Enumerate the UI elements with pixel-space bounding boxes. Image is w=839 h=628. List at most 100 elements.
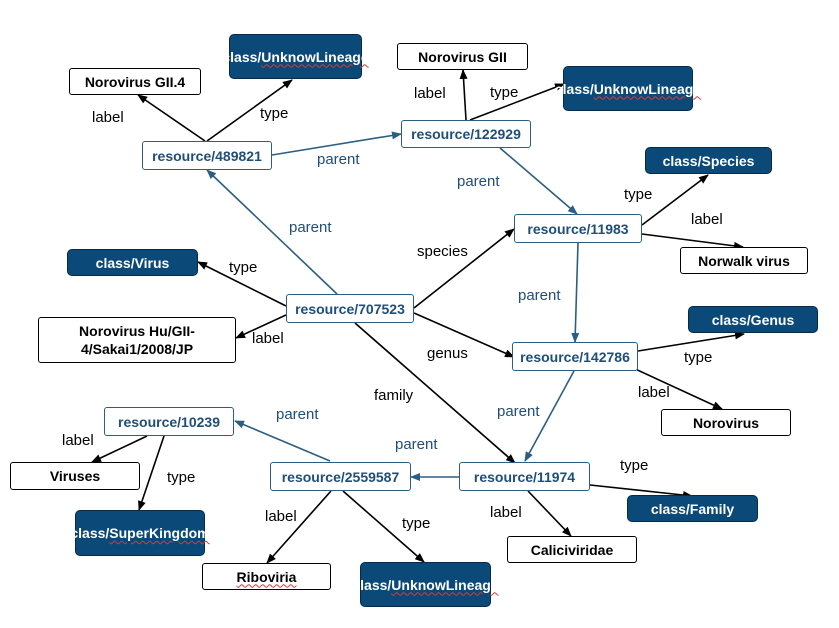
edge-label-text: type [684, 349, 713, 366]
edge-label-2559587-ribo [266, 490, 332, 564]
edge-label-489821-gii4 [137, 94, 206, 142]
edge-parent-489821-122929 [271, 131, 402, 156]
edge-label-text: label [62, 432, 94, 449]
edge-type-142786-genus [637, 331, 745, 352]
node-class-unknowlineage-1[interactable]: class/UnknowLineage [222, 34, 369, 79]
edge-type-10239-superk [138, 435, 165, 511]
node-literal-riboviria[interactable]: Riboviria [202, 563, 331, 590]
edge-type-2559587-unk3 [342, 490, 425, 563]
edge-parent-11983-142786 [571, 242, 580, 343]
edge-parent-122929-11983 [499, 147, 578, 215]
edge-label-11974-calici [527, 490, 572, 537]
node-text: Norwalk virus [698, 252, 790, 269]
node-text: Norovirus [692, 414, 760, 431]
node-literal-norovirus-hu[interactable]: Norovirus Hu/GII-4/Sakai1/2008/JP [38, 317, 236, 363]
edge-label-text: parent [276, 406, 319, 423]
node-text: Norovirus GII [418, 48, 507, 65]
edge-label-text: parent [289, 219, 332, 236]
node-class-family[interactable]: class/Family [627, 495, 758, 522]
edge-label-text: genus [427, 345, 468, 362]
node-resource-489821[interactable]: resource/489821 [142, 141, 272, 170]
edge-label-text: type [260, 105, 289, 122]
node-resource-142786[interactable]: resource/142786 [512, 342, 638, 371]
edge-type-707523-virus [197, 261, 287, 307]
edge-label-text: label [265, 508, 297, 525]
edge-label-text: type [624, 186, 653, 203]
edge-label-142786-norovirus [632, 367, 723, 410]
node-resource-707523[interactable]: resource/707523 [286, 294, 414, 323]
edge-label-text: type [229, 259, 258, 276]
edge-label-707523-hu [235, 314, 287, 339]
edge-label-text: type [620, 457, 649, 474]
node-text: Riboviria [236, 568, 297, 585]
node-text: resource/489821 [152, 147, 262, 164]
edge-parent-707523-489821 [206, 169, 338, 295]
node-text: Viruses [49, 468, 101, 484]
node-literal-caliciviridae[interactable]: Caliciviridae [507, 536, 637, 563]
edge-type-11983-species [641, 174, 709, 226]
edge-genus-707523-142786 [413, 312, 515, 358]
edge-family-707523-11974 [354, 322, 516, 464]
node-class-species[interactable]: class/Species [645, 147, 772, 174]
edge-label-text: type [402, 515, 431, 532]
edge-label-122929-gii [459, 69, 468, 121]
node-text: Norovirus Hu/GII-4/Sakai1/2008/JP [79, 323, 195, 357]
node-class-genus[interactable]: class/Genus [688, 306, 818, 333]
edge-label-text: type [490, 84, 519, 101]
edge-label-text: parent [518, 287, 561, 304]
edge-label-10239-viruses [91, 435, 148, 463]
edge-type-122929-unk2 [469, 83, 565, 121]
edge-label-text: parent [317, 151, 360, 168]
node-resource-10239[interactable]: resource/10239 [104, 407, 234, 436]
edge-label-text: label [252, 330, 284, 347]
node-text: resource/11974 [473, 468, 576, 485]
node-literal-viruses[interactable]: Viruses [10, 462, 140, 490]
node-text: resource/142786 [520, 348, 630, 365]
node-text: resource/10239 [118, 413, 220, 430]
node-resource-11974[interactable]: resource/11974 [459, 462, 590, 491]
node-class-superkingdom[interactable]: class/SuperKingdom [70, 510, 210, 556]
node-text: resource/707523 [295, 300, 405, 317]
edge-label-text: parent [395, 436, 438, 453]
node-text: class/Family [650, 500, 735, 517]
node-resource-122929[interactable]: resource/122929 [401, 120, 531, 148]
node-literal-norwalk-virus[interactable]: Norwalk virus [680, 247, 808, 274]
node-text: class/UnknowLineage [352, 576, 499, 593]
node-text: resource/11983 [527, 220, 629, 237]
edge-label-text: label [92, 109, 124, 126]
node-resource-2559587[interactable]: resource/2559587 [270, 462, 411, 491]
node-class-unknowlineage-2[interactable]: class/UnknowLineage [555, 66, 701, 111]
edge-parent-2559587-10239 [234, 420, 331, 462]
edge-label-text: family [374, 387, 414, 404]
edge-label-text: parent [497, 403, 540, 420]
edge-label-text: label [691, 211, 723, 228]
edge-species-707523-11983 [413, 228, 515, 309]
edge-label-text: label [414, 85, 446, 102]
node-text: class/Species [662, 152, 755, 169]
node-text: class/Genus [711, 311, 795, 328]
edge-label-text: label [638, 384, 670, 401]
node-literal-norovirus-gii[interactable]: Norovirus GII [397, 43, 528, 70]
edge-label-text: label [490, 504, 522, 521]
node-text: resource/122929 [411, 126, 521, 142]
node-text: class/Virus [95, 254, 170, 271]
node-text: Caliciviridae [530, 541, 614, 558]
edge-label-text: type [167, 469, 196, 486]
node-text: class/UnknowLineage [554, 80, 702, 97]
node-literal-norovirus[interactable]: Norovirus [661, 409, 791, 436]
edge-label-text: species [417, 243, 468, 260]
edge-type-11974-family [589, 484, 693, 500]
edge-parent-142786-11974 [524, 370, 575, 462]
node-text: class/SuperKingdom [70, 525, 210, 541]
node-class-virus[interactable]: class/Virus [67, 249, 198, 276]
edge-type-489821-unk1 [206, 79, 293, 142]
node-text: resource/2559587 [281, 468, 400, 485]
edge-label-text: parent [457, 173, 500, 190]
node-text: Norovirus GII.4 [84, 73, 186, 90]
node-class-unknowlineage-3[interactable]: class/UnknowLineage [352, 562, 499, 607]
node-literal-norovirus-gii4[interactable]: Norovirus GII.4 [69, 68, 201, 95]
node-text: class/UnknowLineage [222, 48, 369, 65]
edge-label-11983-norwalk [641, 233, 744, 250]
node-resource-11983[interactable]: resource/11983 [514, 214, 642, 243]
